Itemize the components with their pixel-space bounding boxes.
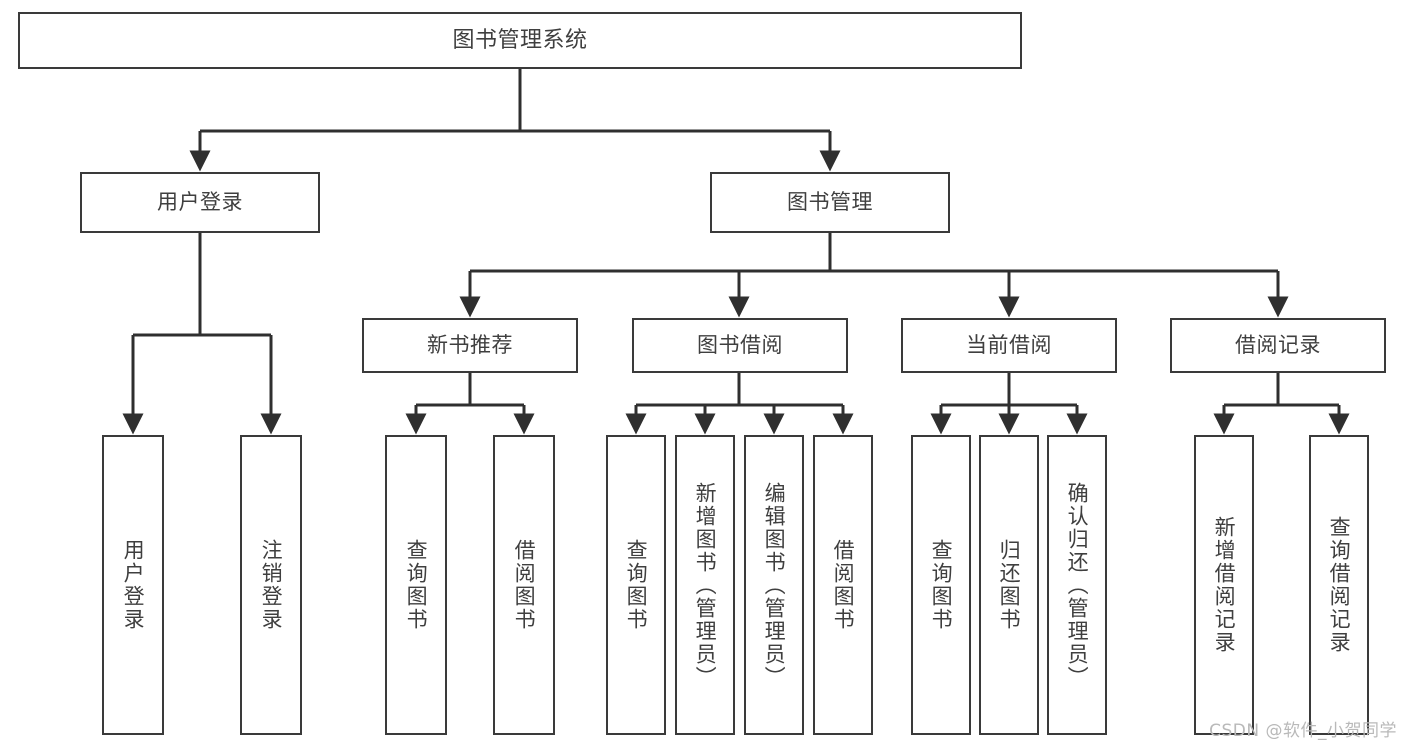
node-leaf-query-book-2-label: 查询图书	[624, 539, 649, 631]
node-leaf-logout[interactable]: 注销登录	[240, 435, 302, 735]
node-leaf-add-record-label: 新增借阅记录	[1212, 516, 1237, 654]
node-new-book-recommend-label: 新书推荐	[427, 333, 513, 358]
watermark: CSDN @软件_小贺同学	[1209, 721, 1397, 741]
node-borrow-record-label: 借阅记录	[1235, 333, 1321, 358]
node-root-label: 图书管理系统	[452, 27, 588, 53]
node-leaf-query-book-2[interactable]: 查询图书	[606, 435, 666, 735]
node-leaf-query-record[interactable]: 查询借阅记录	[1309, 435, 1369, 735]
node-leaf-confirm-return-label: 确认归还（管理员）	[1065, 481, 1090, 689]
node-borrow-record[interactable]: 借阅记录	[1170, 318, 1386, 373]
node-leaf-borrow-book-1-label: 借阅图书	[512, 539, 537, 631]
node-leaf-return-book-label: 归还图书	[997, 539, 1022, 631]
node-user-login[interactable]: 用户登录	[80, 172, 320, 233]
node-book-borrow-label: 图书借阅	[697, 333, 783, 358]
node-leaf-edit-book-label: 编辑图书（管理员）	[762, 481, 787, 689]
node-user-login-label: 用户登录	[157, 190, 243, 215]
node-leaf-query-book-3-label: 查询图书	[929, 539, 954, 631]
node-leaf-add-book-label: 新增图书（管理员）	[693, 481, 718, 689]
node-leaf-query-book-3[interactable]: 查询图书	[911, 435, 971, 735]
node-leaf-borrow-book-1[interactable]: 借阅图书	[493, 435, 555, 735]
node-new-book-recommend[interactable]: 新书推荐	[362, 318, 578, 373]
node-leaf-return-book[interactable]: 归还图书	[979, 435, 1039, 735]
node-book-borrow[interactable]: 图书借阅	[632, 318, 848, 373]
node-current-borrow-label: 当前借阅	[966, 333, 1052, 358]
node-leaf-query-book-1-label: 查询图书	[404, 539, 429, 631]
node-leaf-user-login-label: 用户登录	[121, 539, 146, 631]
node-leaf-query-book-1[interactable]: 查询图书	[385, 435, 447, 735]
node-leaf-confirm-return[interactable]: 确认归还（管理员）	[1047, 435, 1107, 735]
node-current-borrow[interactable]: 当前借阅	[901, 318, 1117, 373]
node-leaf-borrow-book-2-label: 借阅图书	[831, 539, 856, 631]
node-book-manage-label: 图书管理	[787, 190, 873, 215]
node-leaf-logout-label: 注销登录	[259, 539, 284, 631]
node-leaf-user-login[interactable]: 用户登录	[102, 435, 164, 735]
node-leaf-edit-book[interactable]: 编辑图书（管理员）	[744, 435, 804, 735]
node-leaf-borrow-book-2[interactable]: 借阅图书	[813, 435, 873, 735]
node-leaf-add-record[interactable]: 新增借阅记录	[1194, 435, 1254, 735]
node-leaf-add-book[interactable]: 新增图书（管理员）	[675, 435, 735, 735]
node-root[interactable]: 图书管理系统	[18, 12, 1022, 69]
node-leaf-query-record-label: 查询借阅记录	[1327, 516, 1352, 654]
node-book-manage[interactable]: 图书管理	[710, 172, 950, 233]
